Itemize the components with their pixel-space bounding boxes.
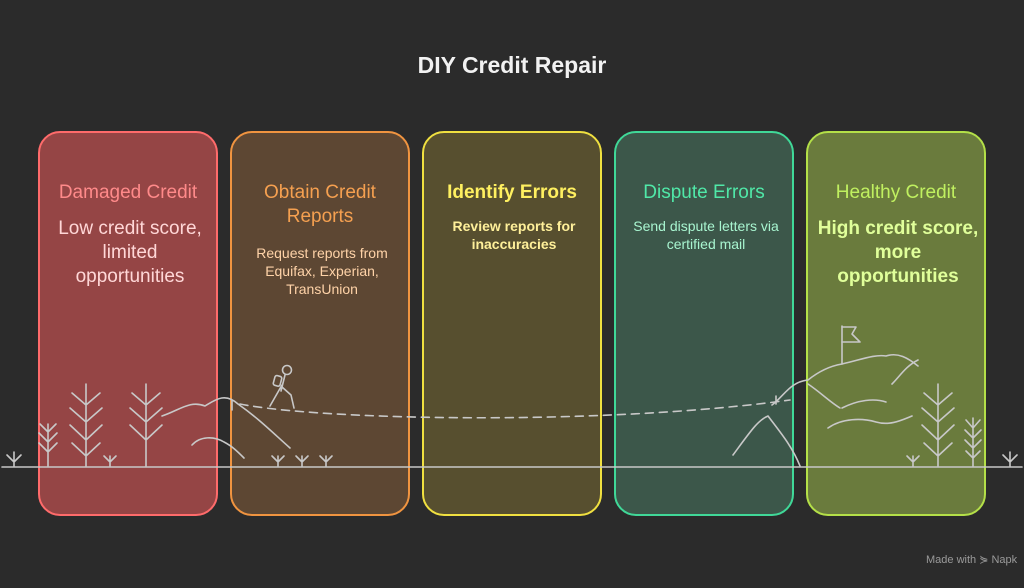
stage-title: Identify Errors bbox=[447, 182, 577, 203]
mountains-right bbox=[732, 353, 919, 467]
journey-path bbox=[239, 399, 791, 419]
stage-identify-errors: Identify Errors Review reports for inacc… bbox=[422, 131, 602, 516]
summit-flag-icon bbox=[841, 325, 861, 365]
stage-description: Low credit score, limited opportunities bbox=[58, 218, 202, 287]
stage-obtain-credit-reports: Obtain Credit Reports Request reports fr… bbox=[230, 131, 410, 516]
stage-dispute-errors: Dispute Errors Send dispute letters via … bbox=[614, 131, 794, 516]
stage-title: Obtain Credit Reports bbox=[264, 182, 376, 227]
stage-description: Send dispute letters via certified mail bbox=[633, 218, 779, 252]
stage-description: High credit score, more opportunities bbox=[817, 218, 979, 287]
diagram-title: DIY Credit Repair bbox=[417, 52, 607, 78]
grass-tufts bbox=[6, 451, 1018, 467]
made-with-napkin-credit: Made with ⋟ Napk bbox=[926, 554, 1018, 566]
stage-description: Request reports from Equifax, Experian, … bbox=[256, 245, 388, 297]
pine-trees-left bbox=[38, 383, 163, 467]
stage-title: Damaged Credit bbox=[58, 182, 198, 203]
stage-title: Dispute Errors bbox=[643, 182, 765, 203]
hills-left bbox=[161, 396, 291, 459]
stage-healthy-credit: Healthy Credit High credit score, more o… bbox=[806, 131, 986, 516]
stage-damaged-credit: Damaged Credit Low credit score, limited… bbox=[38, 131, 218, 516]
pine-trees-right bbox=[921, 383, 982, 467]
stage-description: Review reports for inaccuracies bbox=[452, 218, 576, 252]
hiker-icon bbox=[269, 364, 295, 409]
stage-title: Healthy Credit bbox=[835, 182, 957, 203]
